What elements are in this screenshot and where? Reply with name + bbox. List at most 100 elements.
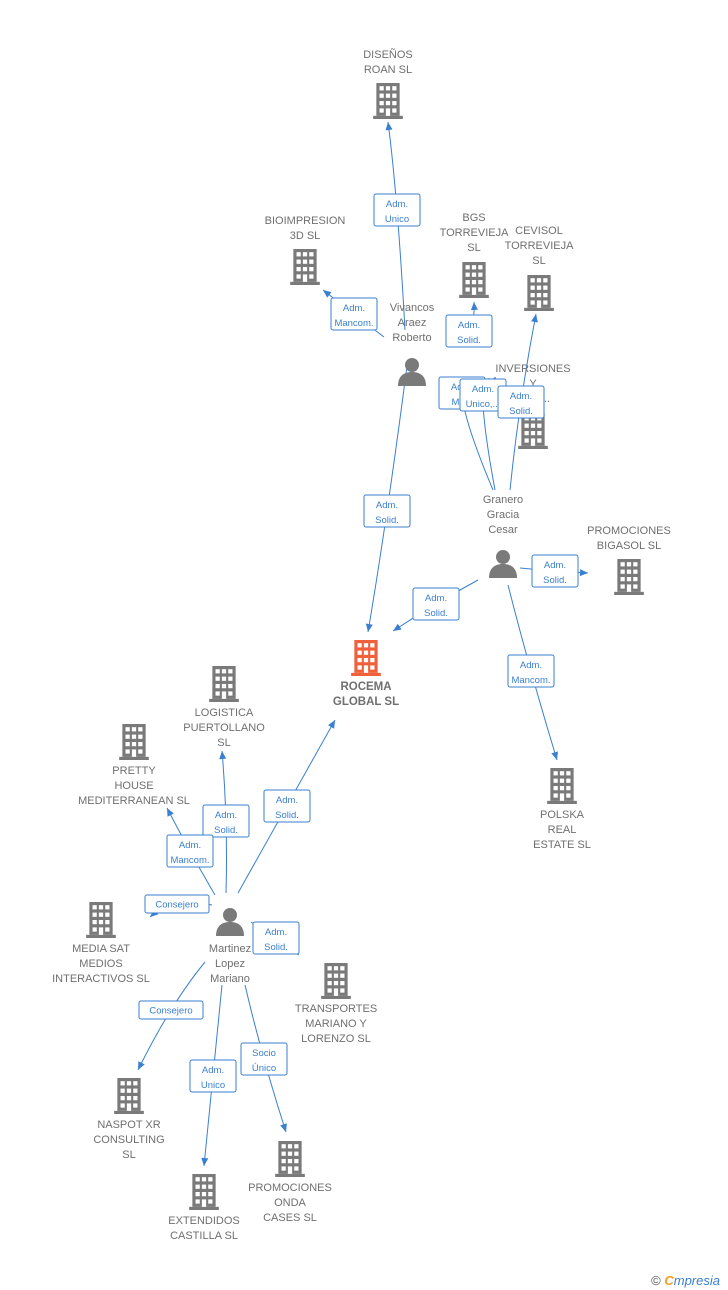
node-label: CONSULTING: [93, 1134, 164, 1146]
node-label: INTERACTIVOS SL: [52, 973, 150, 985]
role-badge[interactable]: Adm.Unico: [189, 1059, 237, 1093]
node-onda[interactable]: PROMOCIONES ONDA CASES SL: [248, 1141, 332, 1224]
role-text: Adm.: [425, 593, 447, 604]
arrowhead-icon: [201, 1157, 209, 1166]
arrowhead-icon: [138, 1061, 145, 1070]
building-icon: [209, 666, 239, 702]
node-label: Lopez: [215, 958, 245, 970]
building-icon: [524, 275, 554, 311]
node-label: PROMOCIONES: [248, 1182, 332, 1194]
node-label: Roberto: [392, 332, 431, 344]
node-label: PRETTY: [112, 765, 156, 777]
role-badge[interactable]: Consejero: [138, 1000, 204, 1020]
node-extendidos[interactable]: EXTENDIDOS CASTILLA SL: [168, 1174, 240, 1242]
node-label: LORENZO SL: [301, 1033, 371, 1045]
arrowhead-icon: [323, 290, 332, 298]
role-text: Solid.: [264, 942, 288, 953]
node-label: CASES SL: [263, 1212, 317, 1224]
node-label: SL: [217, 737, 230, 749]
building-icon: [614, 559, 644, 595]
node-label: BIOIMPRESION: [265, 215, 346, 227]
arrowhead-icon: [328, 720, 335, 729]
building-icon: [275, 1141, 305, 1177]
arrowhead-icon: [280, 1123, 287, 1132]
node-label: Martinez: [209, 943, 251, 955]
role-text: Adm.: [520, 660, 542, 671]
node-label: TORREVIEJA: [440, 227, 510, 239]
node-label: Vivancos: [390, 302, 435, 314]
node-label: Granero: [483, 494, 523, 506]
arrowhead-icon: [393, 623, 402, 631]
role-text: Unico,...: [466, 399, 501, 410]
node-label: TRANSPORTES: [295, 1003, 377, 1015]
role-badge[interactable]: Adm.Solid.: [202, 804, 250, 838]
arrowhead-icon: [219, 751, 227, 760]
role-text: Adm.: [265, 927, 287, 938]
node-label: Araez: [398, 317, 427, 329]
node-label: 3D SL: [290, 230, 321, 242]
arrowhead-icon: [551, 751, 559, 760]
node-label: PUERTOLLANO: [183, 722, 265, 734]
brand-name: mpresia: [673, 1273, 720, 1288]
brand-initial: C: [664, 1273, 674, 1288]
arrowhead-icon: [365, 623, 373, 632]
role-text: Solid.: [543, 575, 567, 586]
role-text: Solid.: [457, 335, 481, 346]
role-text: Mancom.: [334, 318, 373, 329]
role-badge[interactable]: Adm. Solid.: [252, 921, 300, 955]
node-label: ROAN SL: [364, 64, 412, 76]
node-transportes[interactable]: TRANSPORTES MARIANO Y LORENZO SL: [295, 963, 377, 1045]
node-label: HOUSE: [114, 780, 153, 792]
role-text: Consejero: [149, 1006, 192, 1017]
role-badge[interactable]: Adm.Solid.: [531, 554, 579, 588]
role-text: Adm.: [386, 199, 408, 210]
node-label: ONDA: [274, 1197, 306, 1209]
role-badge[interactable]: Adm.Mancom.: [507, 654, 555, 688]
building-icon: [547, 768, 577, 804]
role-text: Unico: [201, 1080, 225, 1091]
node-label: BGS: [462, 212, 485, 224]
role-badge[interactable]: Adm.Solid.: [412, 587, 460, 621]
role-badge[interactable]: Consejero: [144, 894, 210, 914]
node-label: CEVISOL: [515, 225, 563, 237]
node-label: MEDITERRANEAN SL: [78, 795, 190, 807]
role-text: Adm.: [179, 840, 201, 851]
building-icon: [86, 902, 116, 938]
role-badge[interactable]: Adm. Unico,...: [459, 378, 507, 412]
building-icon: [290, 249, 320, 285]
role-text: Adm.: [472, 384, 494, 395]
role-badge[interactable]: Adm. Mancom.: [330, 297, 378, 331]
role-badge[interactable]: Adm.Solid.: [445, 314, 493, 348]
node-label: Mariano: [210, 973, 250, 985]
node-label: ESTATE SL: [533, 839, 591, 851]
node-label: CASTILLA SL: [170, 1230, 238, 1242]
role-badge[interactable]: Adm.Mancom.: [166, 834, 214, 868]
role-badge[interactable]: Adm. Solid.: [363, 494, 411, 528]
node-label: SL: [122, 1149, 135, 1161]
role-badge[interactable]: Adm.Solid.: [497, 385, 545, 419]
node-label: EXTENDIDOS: [168, 1215, 240, 1227]
role-badge[interactable]: Adm.Solid.: [263, 789, 311, 823]
copyright-symbol: ©: [651, 1273, 661, 1288]
node-label: MARIANO Y: [305, 1018, 367, 1030]
role-text: Solid.: [375, 515, 399, 526]
node-pretty[interactable]: PRETTY HOUSE MEDITERRANEAN SL: [78, 724, 190, 807]
role-badge[interactable]: Adm.Unico: [373, 193, 421, 227]
role-text: Adm.: [343, 303, 365, 314]
building-icon: [459, 262, 489, 298]
node-bioimpresion[interactable]: BIOIMPRESION 3D SL: [265, 215, 346, 285]
role-text: Adm.: [376, 500, 398, 511]
